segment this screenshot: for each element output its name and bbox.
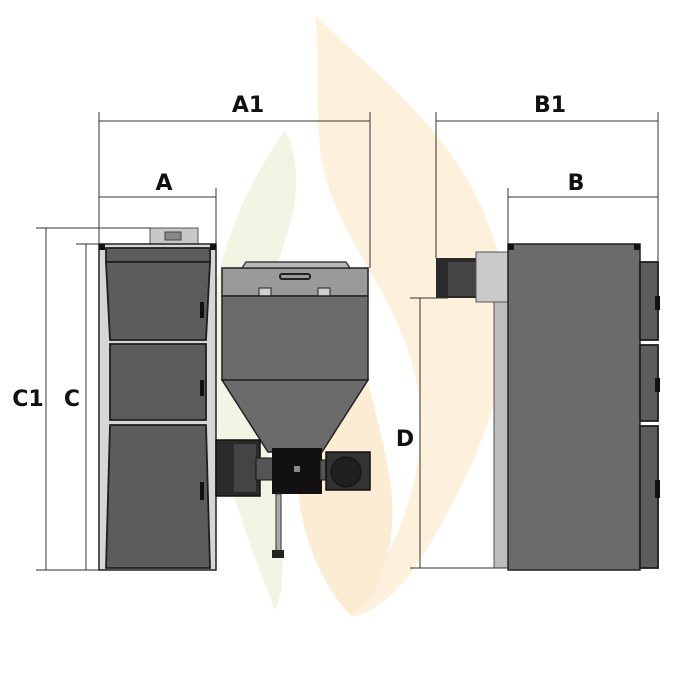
flue-vent-slot [164,231,182,241]
middle-door-handle [200,380,204,396]
hopper-lid-handle [279,273,311,280]
feeder-foot [272,550,284,558]
side-corner-right [634,244,640,250]
side-corner-left [508,244,514,250]
fuel-hopper [215,261,371,558]
side-upper-hinge [655,296,660,310]
hopper-body [221,295,369,381]
upper-door-handle [200,302,204,318]
dimension-lines [36,112,659,571]
side-lower-hinge [655,480,660,498]
lower-door [105,424,211,569]
middle-door [109,343,207,421]
front-corner-right [210,244,216,250]
side-middle-hinge [655,378,660,392]
feeder-gear [330,456,362,488]
feeder-leg [275,493,282,553]
lower-door-handle [200,482,204,500]
label-c1: C1 [12,387,43,412]
label-a: A [155,171,172,196]
dimension-labels: A1 A B1 B C1 C D [12,93,584,452]
feeder-block-dot [294,466,300,472]
hopper-lid [221,267,369,297]
upper-door [105,261,211,341]
label-d: D [396,427,414,452]
label-a1: A1 [232,93,264,118]
flue-pipe-inner [448,262,476,296]
flue-collar [475,251,511,303]
front-corner-left [99,244,105,250]
hopper-lid-top [240,261,352,269]
top-strip [105,247,211,263]
front-view-boiler [98,227,217,571]
label-b1: B1 [534,93,566,118]
feeder-motor-cap [234,444,256,492]
label-b: B [568,171,585,196]
side-body [507,243,641,571]
side-view-boiler [436,243,660,571]
label-c: C [64,387,80,412]
